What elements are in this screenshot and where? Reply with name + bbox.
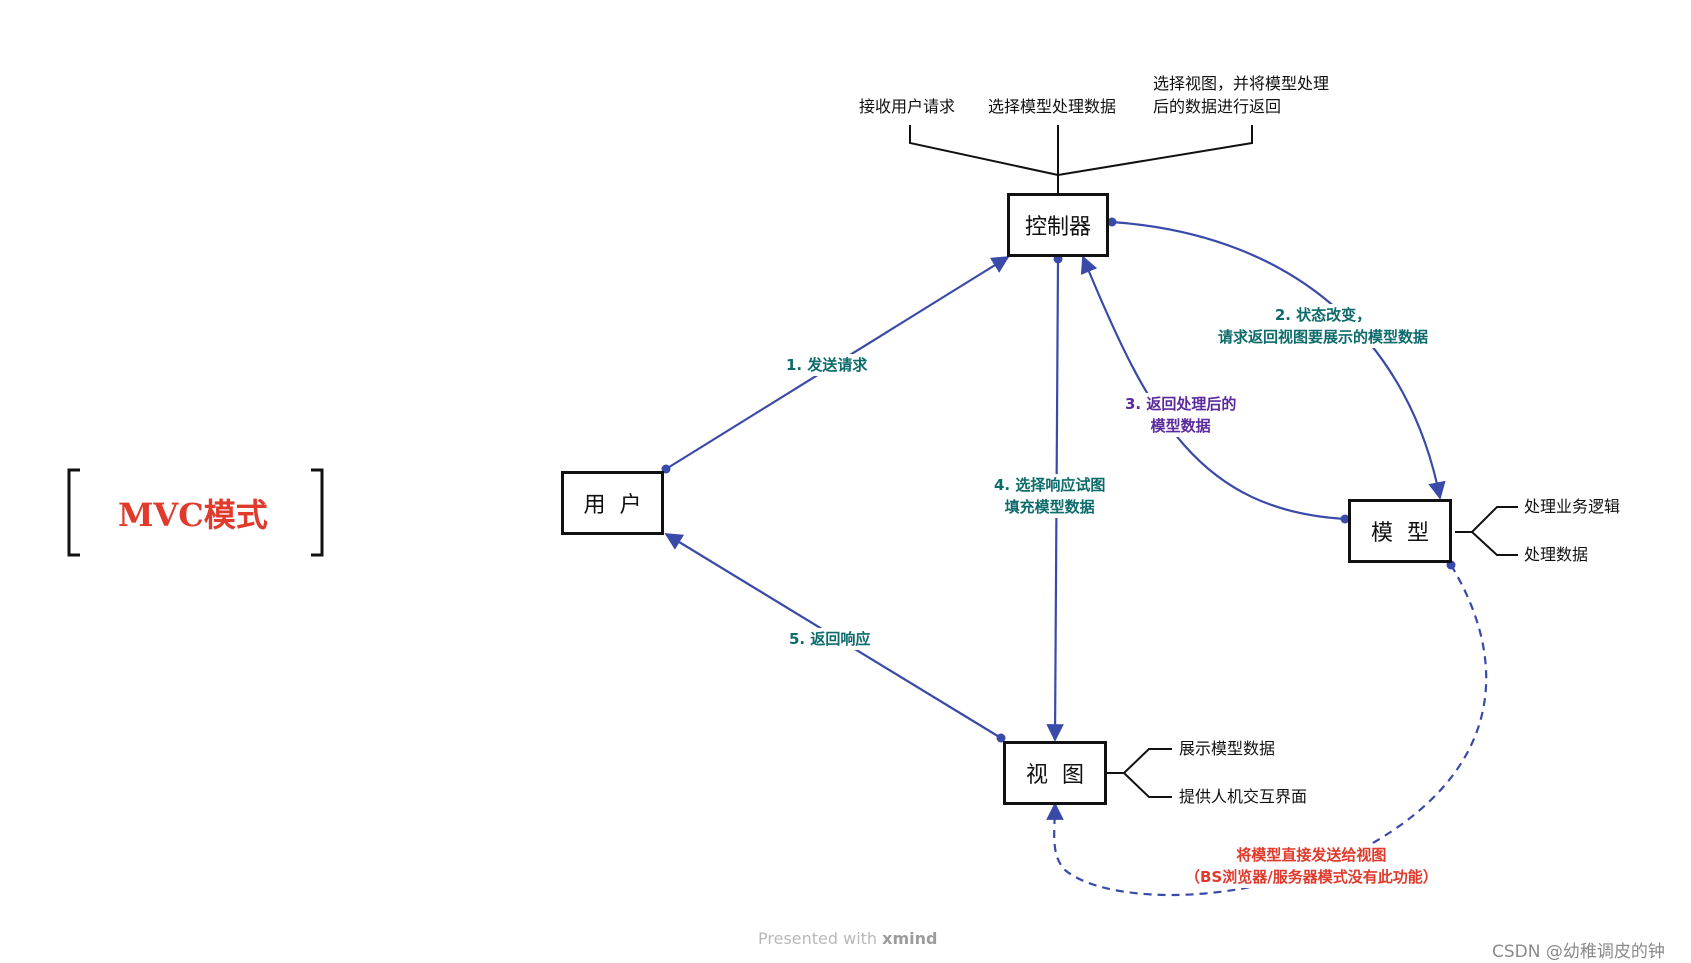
edge-return-processed: [1080, 255, 1346, 521]
xmind-logo: xmind: [882, 929, 938, 948]
view-note-connector: [1107, 748, 1172, 798]
edge-state-change-start: [1107, 217, 1117, 227]
diagram-title: MVC模式: [118, 496, 268, 534]
title-right-bracket: [311, 468, 324, 557]
controller-node[interactable]: 控制器: [1007, 193, 1109, 257]
edge-label-model-to-view-1: 将模型直接发送给视图: [1236, 846, 1387, 864]
controller-label: 控制器: [1024, 215, 1091, 240]
model-node[interactable]: 模 型: [1348, 499, 1452, 563]
csdn-credit: CSDN @幼稚调皮的钟: [1492, 942, 1665, 962]
edge-label-select-view-2: 填充模型数据: [1004, 498, 1095, 516]
edge-state-change: [1111, 220, 1446, 500]
model-label: 模 型: [1371, 521, 1429, 546]
controller-note-select-view-2: 后的数据进行返回: [1153, 97, 1282, 116]
edge-label-state-change: 2. 状态改变， 请求返回视图要展示的模型数据: [1218, 304, 1429, 348]
edge-return-response-start: [996, 733, 1006, 743]
edge-label-model-to-view: 将模型直接发送给视图 （BS浏览器/服务器模式没有此功能）: [1185, 844, 1438, 888]
controller-note-connector: [909, 125, 1253, 193]
user-node[interactable]: 用 户: [561, 471, 664, 535]
controller-note-receive: 接收用户请求: [859, 97, 956, 116]
edge-label-state-change-2: 请求返回视图要展示的模型数据: [1218, 328, 1429, 346]
edge-label-send-request: 1. 发送请求: [786, 354, 868, 376]
view-node[interactable]: 视 图: [1003, 741, 1107, 805]
user-label: 用 户: [583, 493, 642, 518]
edge-label-state-change-1: 2. 状态改变，: [1274, 306, 1372, 324]
edge-label-return-response: 5. 返回响应: [789, 628, 871, 650]
edge-label-select-view: 4. 选择响应试图 填充模型数据: [994, 474, 1106, 518]
model-note-connector: [1455, 506, 1518, 556]
view-note-show: 展示模型数据: [1179, 739, 1276, 758]
edge-model-to-view: [1046, 564, 1488, 897]
view-label: 视 图: [1026, 763, 1084, 788]
edge-return-processed-start: [1340, 514, 1350, 524]
edge-label-return-processed-1: 3. 返回处理后的: [1125, 395, 1237, 413]
edge-label-return-processed: 3. 返回处理后的 模型数据: [1125, 393, 1237, 437]
controller-note-select-view-1: 选择视图，并将模型处理: [1153, 74, 1330, 93]
title-left-bracket: [67, 468, 80, 557]
controller-note-select-model: 选择模型处理数据: [988, 97, 1117, 116]
presented-with-footer: Presented with xmind: [758, 929, 937, 948]
edge-label-return-processed-2: 模型数据: [1150, 417, 1211, 435]
edge-label-select-view-1: 4. 选择响应试图: [994, 476, 1106, 494]
view-note-interact: 提供人机交互界面: [1179, 787, 1308, 806]
edge-label-model-to-view-2: （BS浏览器/服务器模式没有此功能）: [1185, 868, 1438, 886]
model-note-data: 处理数据: [1524, 545, 1589, 564]
model-note-business: 处理业务逻辑: [1524, 497, 1621, 516]
presented-with-text: Presented with: [758, 929, 878, 948]
